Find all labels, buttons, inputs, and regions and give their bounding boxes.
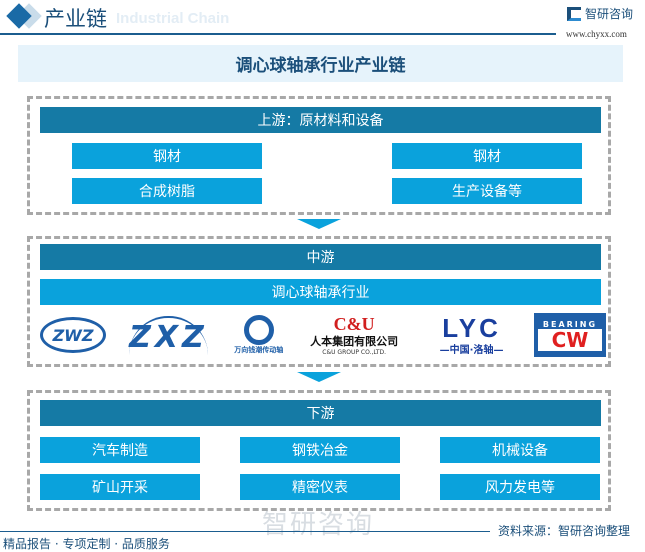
wanxiang-mark-icon [243,315,274,345]
downstream-item: 风力发电等 [440,474,600,500]
diamond-icon [6,3,32,29]
upstream-item: 钢材 [392,143,582,169]
downstream-item: 矿山开采 [40,474,200,500]
upstream-header: 上游：原材料和设备 [40,107,601,133]
downstream-item: 精密仪表 [240,474,400,500]
logo-zxz: ZXZ [118,312,218,358]
page-title: 调心球轴承行业产业链 [18,45,623,82]
upstream-item: 生产设备等 [392,178,582,204]
down-arrow-icon [297,219,341,229]
downstream-item: 机械设备 [440,437,600,463]
brand-name: 智研咨询 [585,7,634,21]
downstream-item: 钢铁冶金 [240,437,400,463]
logo-wanxiang: 万向钱潮传动轴 [229,312,289,358]
brand-logo: 智研咨询 [567,5,633,22]
footer-tagline: 精品报告 · 专项定制 · 品质服务 [3,537,170,551]
source-note: 资料来源：智研咨询整理 [498,524,631,538]
upstream-section [27,96,611,215]
downstream-section [27,390,611,511]
upstream-item: 合成树脂 [72,178,262,204]
brand-url: www.chyxx.com [566,29,627,39]
midstream-header: 中游 [40,244,601,270]
midstream-section [27,236,611,367]
midstream-industry: 调心球轴承行业 [40,279,601,305]
downstream-header: 下游 [40,400,601,426]
header-divider [0,33,556,35]
upstream-item: 钢材 [72,143,262,169]
header-subtitle: Industrial Chain [116,10,230,27]
header-title: 产业链 [44,7,107,31]
brand-mark-icon [567,6,581,21]
watermark: 智研咨询 [262,510,375,540]
logo-lyc: LYC—中国·洛轴— [439,312,504,356]
downstream-item: 汽车制造 [40,437,200,463]
footer-divider [0,531,490,532]
down-arrow-icon [297,372,341,382]
logo-zwz: ZWZ [38,312,108,358]
